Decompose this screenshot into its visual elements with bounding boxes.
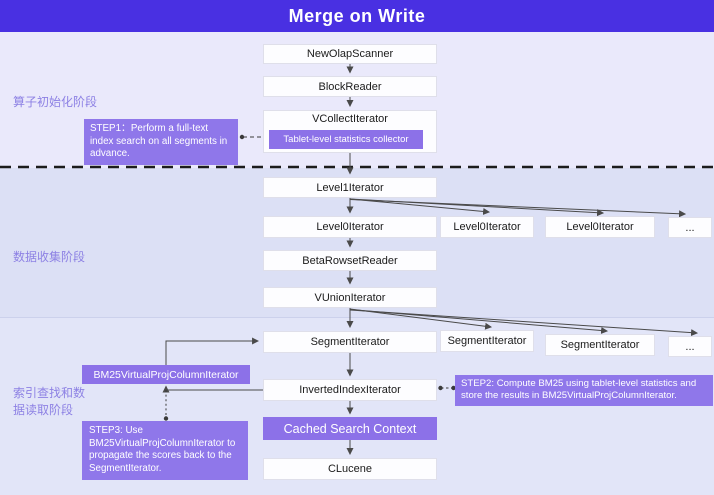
stage-label-init: 算子初始化阶段 — [13, 95, 98, 109]
node-level1-iterator: Level1Iterator — [263, 177, 437, 198]
node-beta-rowset-reader: BetaRowsetReader — [263, 250, 437, 271]
callout-step1: STEP1：Perform a full-text index search o… — [84, 119, 238, 166]
node-segment-iterator-3: SegmentIterator — [545, 334, 655, 356]
callout-step2: STEP2: Compute BM25 using tablet-level s… — [455, 375, 713, 406]
title-bar: Merge on Write — [0, 0, 714, 32]
node-vcollect-iterator-label: VCollectIterator — [312, 113, 388, 125]
node-tablet-stats-collector: Tablet-level statistics collector — [269, 130, 423, 149]
callout-step3: STEP3: Use BM25VirtualProjColumnIterator… — [82, 421, 248, 480]
flow-arrows — [162, 64, 699, 456]
node-block-reader: BlockReader — [263, 76, 437, 97]
node-vcollect-iterator: VCollectIterator Tablet-level statistics… — [263, 110, 437, 153]
node-level0-iterator-2: Level0Iterator — [440, 216, 534, 238]
bm25-to-segment-arrow — [165, 337, 260, 365]
node-segment-iterator-more: ... — [668, 336, 712, 357]
node-level0-iterator-more: ... — [668, 217, 712, 238]
diagram-title: Merge on Write — [288, 5, 426, 26]
node-vunion-iterator: VUnionIterator — [263, 287, 437, 308]
node-bm25-virtual-proj-column-iterator: BM25VirtualProjColumnIterator — [82, 365, 250, 384]
node-segment-iterator-2: SegmentIterator — [440, 330, 534, 352]
stage-label-index: 索引查找和数 据读取阶段 — [13, 386, 86, 418]
node-segment-iterator-1: SegmentIterator — [263, 331, 437, 353]
node-level0-iterator-1: Level0Iterator — [263, 216, 437, 238]
node-level0-iterator-3: Level0Iterator — [545, 216, 655, 238]
node-new-olap-scanner: NewOlapScanner — [263, 44, 437, 64]
stage-label-collect: 数据收集阶段 — [13, 250, 86, 264]
node-cached-search-context: Cached Search Context — [263, 417, 437, 440]
node-clucene: CLucene — [263, 458, 437, 480]
node-inverted-index-iterator: InvertedIndexIterator — [263, 379, 437, 401]
inverted-to-bm25-arrow — [162, 385, 263, 393]
